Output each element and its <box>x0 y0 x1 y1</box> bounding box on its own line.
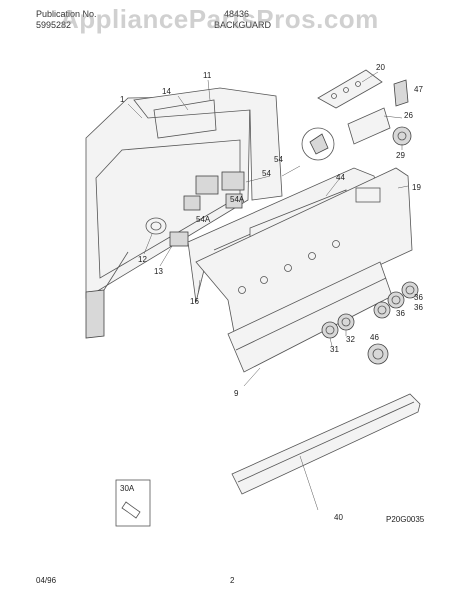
section-title: BACKGUARD <box>214 20 272 30</box>
knob-group <box>321 281 419 365</box>
callout-26: 26 <box>404 111 413 120</box>
lens-circle <box>301 127 335 161</box>
switch-part <box>169 231 189 247</box>
callout-1: 1 <box>120 95 125 104</box>
callout-9: 9 <box>234 389 239 398</box>
brace-bracket <box>85 289 105 339</box>
footer-page: 2 <box>230 576 235 585</box>
diagram-code: P20G0035 <box>386 515 425 524</box>
trim-strip <box>231 393 421 495</box>
callout-12: 12 <box>138 255 147 264</box>
mounting-frame <box>133 87 283 201</box>
inset-frame <box>115 479 151 527</box>
callout-32: 32 <box>346 335 355 344</box>
callout-44: 44 <box>336 173 345 182</box>
callout-13: 13 <box>154 267 163 276</box>
callout-40: 40 <box>334 513 343 522</box>
callout-54A-left: 54A <box>196 215 211 224</box>
callout-16: 16 <box>190 297 199 306</box>
clock-component <box>393 79 409 107</box>
model-code: 48436 <box>224 9 250 19</box>
callout-20: 20 <box>376 63 385 72</box>
switch-block <box>221 171 245 191</box>
publication-number: 5995282 <box>36 20 72 30</box>
main-control-panel <box>195 167 413 333</box>
switch-block <box>195 175 219 195</box>
callout-46: 46 <box>370 333 379 342</box>
callout-54A-right: 54A <box>230 195 245 204</box>
callout-36-b: 36 <box>414 303 423 312</box>
footer-date: 04/96 <box>36 576 57 585</box>
inset-label: 30A <box>120 484 135 493</box>
back-panel <box>85 95 251 299</box>
watermark: AppliancePartsPros.com <box>60 4 379 34</box>
callout-31: 31 <box>330 345 339 354</box>
callout-36-c: 36 <box>396 309 405 318</box>
publication-label: Publication No. <box>36 9 97 19</box>
switch-block <box>225 193 243 209</box>
callout-36-a: 36 <box>414 293 423 302</box>
callout-19: 19 <box>412 183 421 192</box>
callout-47: 47 <box>414 85 423 94</box>
callout-11: 11 <box>203 71 212 80</box>
callout-54-mid: 54 <box>262 169 271 178</box>
indicator-light <box>145 217 167 235</box>
switch-block <box>183 195 201 211</box>
callout-29: 29 <box>396 151 405 160</box>
timer-knob <box>392 126 412 146</box>
timer-plate <box>347 107 391 145</box>
callout-54-top: 54 <box>274 155 283 164</box>
callout-14: 14 <box>162 87 171 96</box>
